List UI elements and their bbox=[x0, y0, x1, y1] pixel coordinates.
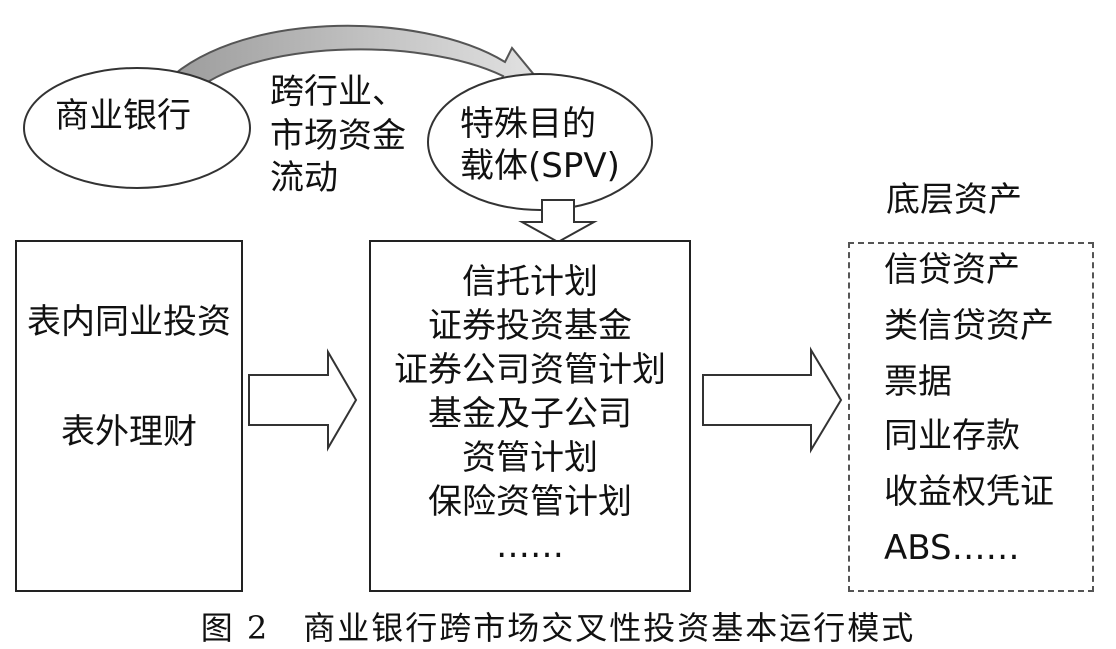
flow-label-line: 市场资金 bbox=[270, 116, 406, 156]
middle-box-item: 资管计划 bbox=[462, 438, 598, 478]
middle-box-item: 证券投资基金 bbox=[428, 306, 632, 346]
left-box-item: 表外理财 bbox=[61, 412, 197, 452]
asset-item: 同业存款 bbox=[884, 416, 1020, 456]
left-to-middle-arrow bbox=[248, 348, 358, 452]
asset-item: 类信贷资产 bbox=[884, 306, 1054, 346]
flow-label-line: 跨行业、 bbox=[270, 72, 406, 112]
spv-ellipse bbox=[427, 73, 653, 211]
flow-label-line: 流动 bbox=[270, 158, 338, 198]
asset-item: ABS…… bbox=[884, 528, 1020, 568]
spv-label-line: 载体(SPV) bbox=[460, 146, 620, 186]
bank-investment-box: 表内同业投资 表外理财 bbox=[15, 240, 243, 592]
asset-item: 信贷资产 bbox=[884, 250, 1020, 290]
bank-ellipse bbox=[23, 67, 251, 189]
underlying-assets-box: 信贷资产 类信贷资产 票据 同业存款 收益权凭证 ABS…… bbox=[848, 242, 1094, 592]
bank-label: 商业银行 bbox=[55, 96, 191, 136]
spv-label-line: 特殊目的 bbox=[460, 104, 596, 144]
middle-box-item: 信托计划 bbox=[462, 262, 598, 302]
underlying-assets-heading: 底层资产 bbox=[886, 180, 1022, 220]
figure-caption: 图 2 商业银行跨市场交叉性投资基本运行模式 bbox=[200, 609, 916, 647]
left-box-item: 表内同业投资 bbox=[27, 302, 231, 342]
middle-box-item: 证券公司资管计划 bbox=[394, 350, 666, 390]
middle-box-item: 基金及子公司 bbox=[428, 394, 632, 434]
spv-vehicles-box: 信托计划 证券投资基金 证券公司资管计划 基金及子公司 资管计划 保险资管计划 … bbox=[369, 240, 691, 592]
asset-item: 收益权凭证 bbox=[884, 472, 1054, 512]
spv-down-arrow bbox=[518, 199, 598, 244]
asset-item: 票据 bbox=[884, 362, 952, 402]
middle-to-right-arrow bbox=[702, 346, 843, 454]
middle-box-item: …… bbox=[496, 526, 564, 566]
middle-box-item: 保险资管计划 bbox=[428, 482, 632, 522]
